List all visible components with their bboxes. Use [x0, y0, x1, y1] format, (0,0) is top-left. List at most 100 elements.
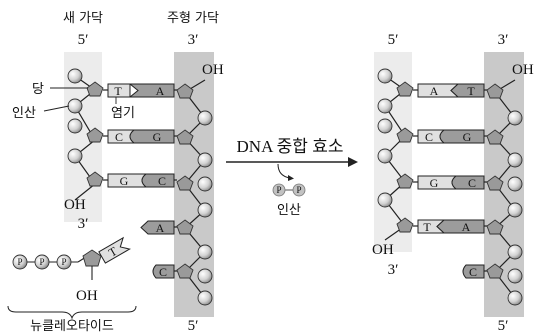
- base-letter: C: [425, 130, 433, 144]
- base-letter: A: [430, 84, 439, 98]
- nucleotide-label: 뉴클레오타이드: [30, 319, 114, 333]
- oh-new-end: OH: [64, 197, 86, 213]
- base-block: [439, 129, 485, 144]
- phosphate-circle: [507, 176, 523, 192]
- base-block: [451, 175, 485, 190]
- byproduct-label: 인산: [277, 203, 301, 218]
- sugar-pentagon: [486, 263, 504, 279]
- phosphate-circle: [67, 68, 83, 84]
- base-letter: A: [156, 221, 165, 235]
- enzyme-label: DNA 중합 효소: [237, 137, 344, 156]
- phosphate-circle: [197, 244, 213, 260]
- base-block: [141, 173, 175, 188]
- sugar-pentagon: [396, 81, 414, 97]
- base-letter: T: [467, 84, 475, 98]
- base-letter: C: [159, 265, 167, 279]
- sugar-pentagon: [86, 81, 104, 97]
- sugar-pentagon: [86, 127, 104, 143]
- base-block: [140, 220, 175, 235]
- new-strand-top-end: 5′: [78, 32, 89, 48]
- template-strand-top-end: 3′: [498, 32, 509, 48]
- base-letter: A: [156, 84, 165, 98]
- sugar-pentagon: [176, 219, 194, 235]
- base-letter: G: [430, 176, 439, 190]
- base-block: [450, 83, 485, 98]
- base-letter: T: [114, 84, 122, 98]
- phosphate-pointer: [43, 105, 70, 112]
- base-letter: C: [158, 174, 166, 188]
- sugar-pentagon: [176, 83, 194, 99]
- free-nucleotide: P P P T OH 뉴클레오타이드: [7, 236, 137, 333]
- base-block: [128, 83, 175, 98]
- phosphate-circle: [67, 98, 83, 114]
- base-block: [107, 83, 131, 98]
- base-letter: A: [462, 220, 471, 234]
- sugar-label: 당: [32, 82, 44, 97]
- phosphate-circle: [377, 68, 393, 84]
- base-letter: C: [469, 265, 477, 279]
- left-panel: T A C G G C A C 새 가닥 주형 가닥 5′ 3′ OH OH 3…: [7, 11, 224, 333]
- sugar-pentagon: [486, 129, 504, 145]
- base-letter: G: [120, 174, 129, 188]
- phosphate-letter: P: [17, 257, 22, 267]
- sugar-pentagon: [86, 171, 104, 187]
- base-block: [436, 219, 485, 234]
- phosphate-circle: [34, 254, 50, 270]
- oh-top: OH: [512, 62, 534, 78]
- oh-new-end: OH: [372, 242, 394, 258]
- reaction: DNA 중합 효소 P P 인산: [226, 137, 358, 218]
- sugar-pentagon: [396, 127, 414, 143]
- phosphate-letter: P: [39, 257, 44, 267]
- base-block: [152, 264, 175, 279]
- sugar-pentagon: [176, 175, 194, 191]
- phosphate-circle: [507, 152, 523, 168]
- phosphate-circle: [197, 268, 213, 284]
- phosphate-circle: [56, 254, 72, 270]
- phosphate-circle: [12, 254, 28, 270]
- base-block: [462, 264, 485, 279]
- phosphate-circle: [67, 148, 83, 164]
- base-letter: C: [468, 176, 476, 190]
- nucleotide-base: T: [98, 236, 131, 264]
- sugar-pentagon: [396, 217, 414, 233]
- phosphate-circle: [197, 202, 213, 218]
- phosphate-circle: [507, 290, 523, 306]
- base-letter: G: [153, 130, 162, 144]
- oh-top: OH: [202, 62, 224, 78]
- sugar-pentagon: [486, 83, 504, 99]
- sugar-pentagon: [176, 129, 194, 145]
- sugar-pentagon: [82, 249, 102, 267]
- phosphate-circle: [292, 183, 306, 197]
- sugar-pentagon: [486, 175, 504, 191]
- phosphate-circle: [197, 152, 213, 168]
- phosphate-circle: [507, 268, 523, 284]
- new-strand-bottom-end: 3′: [388, 262, 399, 278]
- phosphate-letter: P: [296, 185, 301, 195]
- base-block: [129, 129, 175, 144]
- sugar-pentagon: [176, 263, 194, 279]
- phosphate-circle: [272, 183, 286, 197]
- phosphate-circle: [197, 290, 213, 306]
- phosphate-circle: [377, 98, 393, 114]
- phosphate-circle: [67, 118, 83, 134]
- phosphate-circle: [377, 148, 393, 164]
- base-letter: G: [463, 130, 472, 144]
- phosphate-circle: [377, 118, 393, 134]
- phosphate-circle: [507, 244, 523, 260]
- base-letter: T: [423, 220, 431, 234]
- new-strand-bottom-end: 3′: [78, 216, 89, 232]
- phosphate-circle: [197, 110, 213, 126]
- new-strand-label: 새 가닥: [63, 11, 103, 26]
- phosphate-circle: [507, 202, 523, 218]
- sugar-pentagon: [396, 173, 414, 189]
- phosphate-circle: [507, 110, 523, 126]
- template-strand-bottom-end: 5′: [188, 318, 199, 333]
- sugar-pentagon: [486, 219, 504, 235]
- nucleotide-oh: OH: [76, 288, 98, 304]
- template-strand-top-end: 3′: [188, 32, 199, 48]
- phosphate-circle: [197, 176, 213, 192]
- base-letter: C: [115, 130, 123, 144]
- phosphate-label: 인산: [12, 106, 36, 121]
- new-strand-top-end: 5′: [388, 32, 399, 48]
